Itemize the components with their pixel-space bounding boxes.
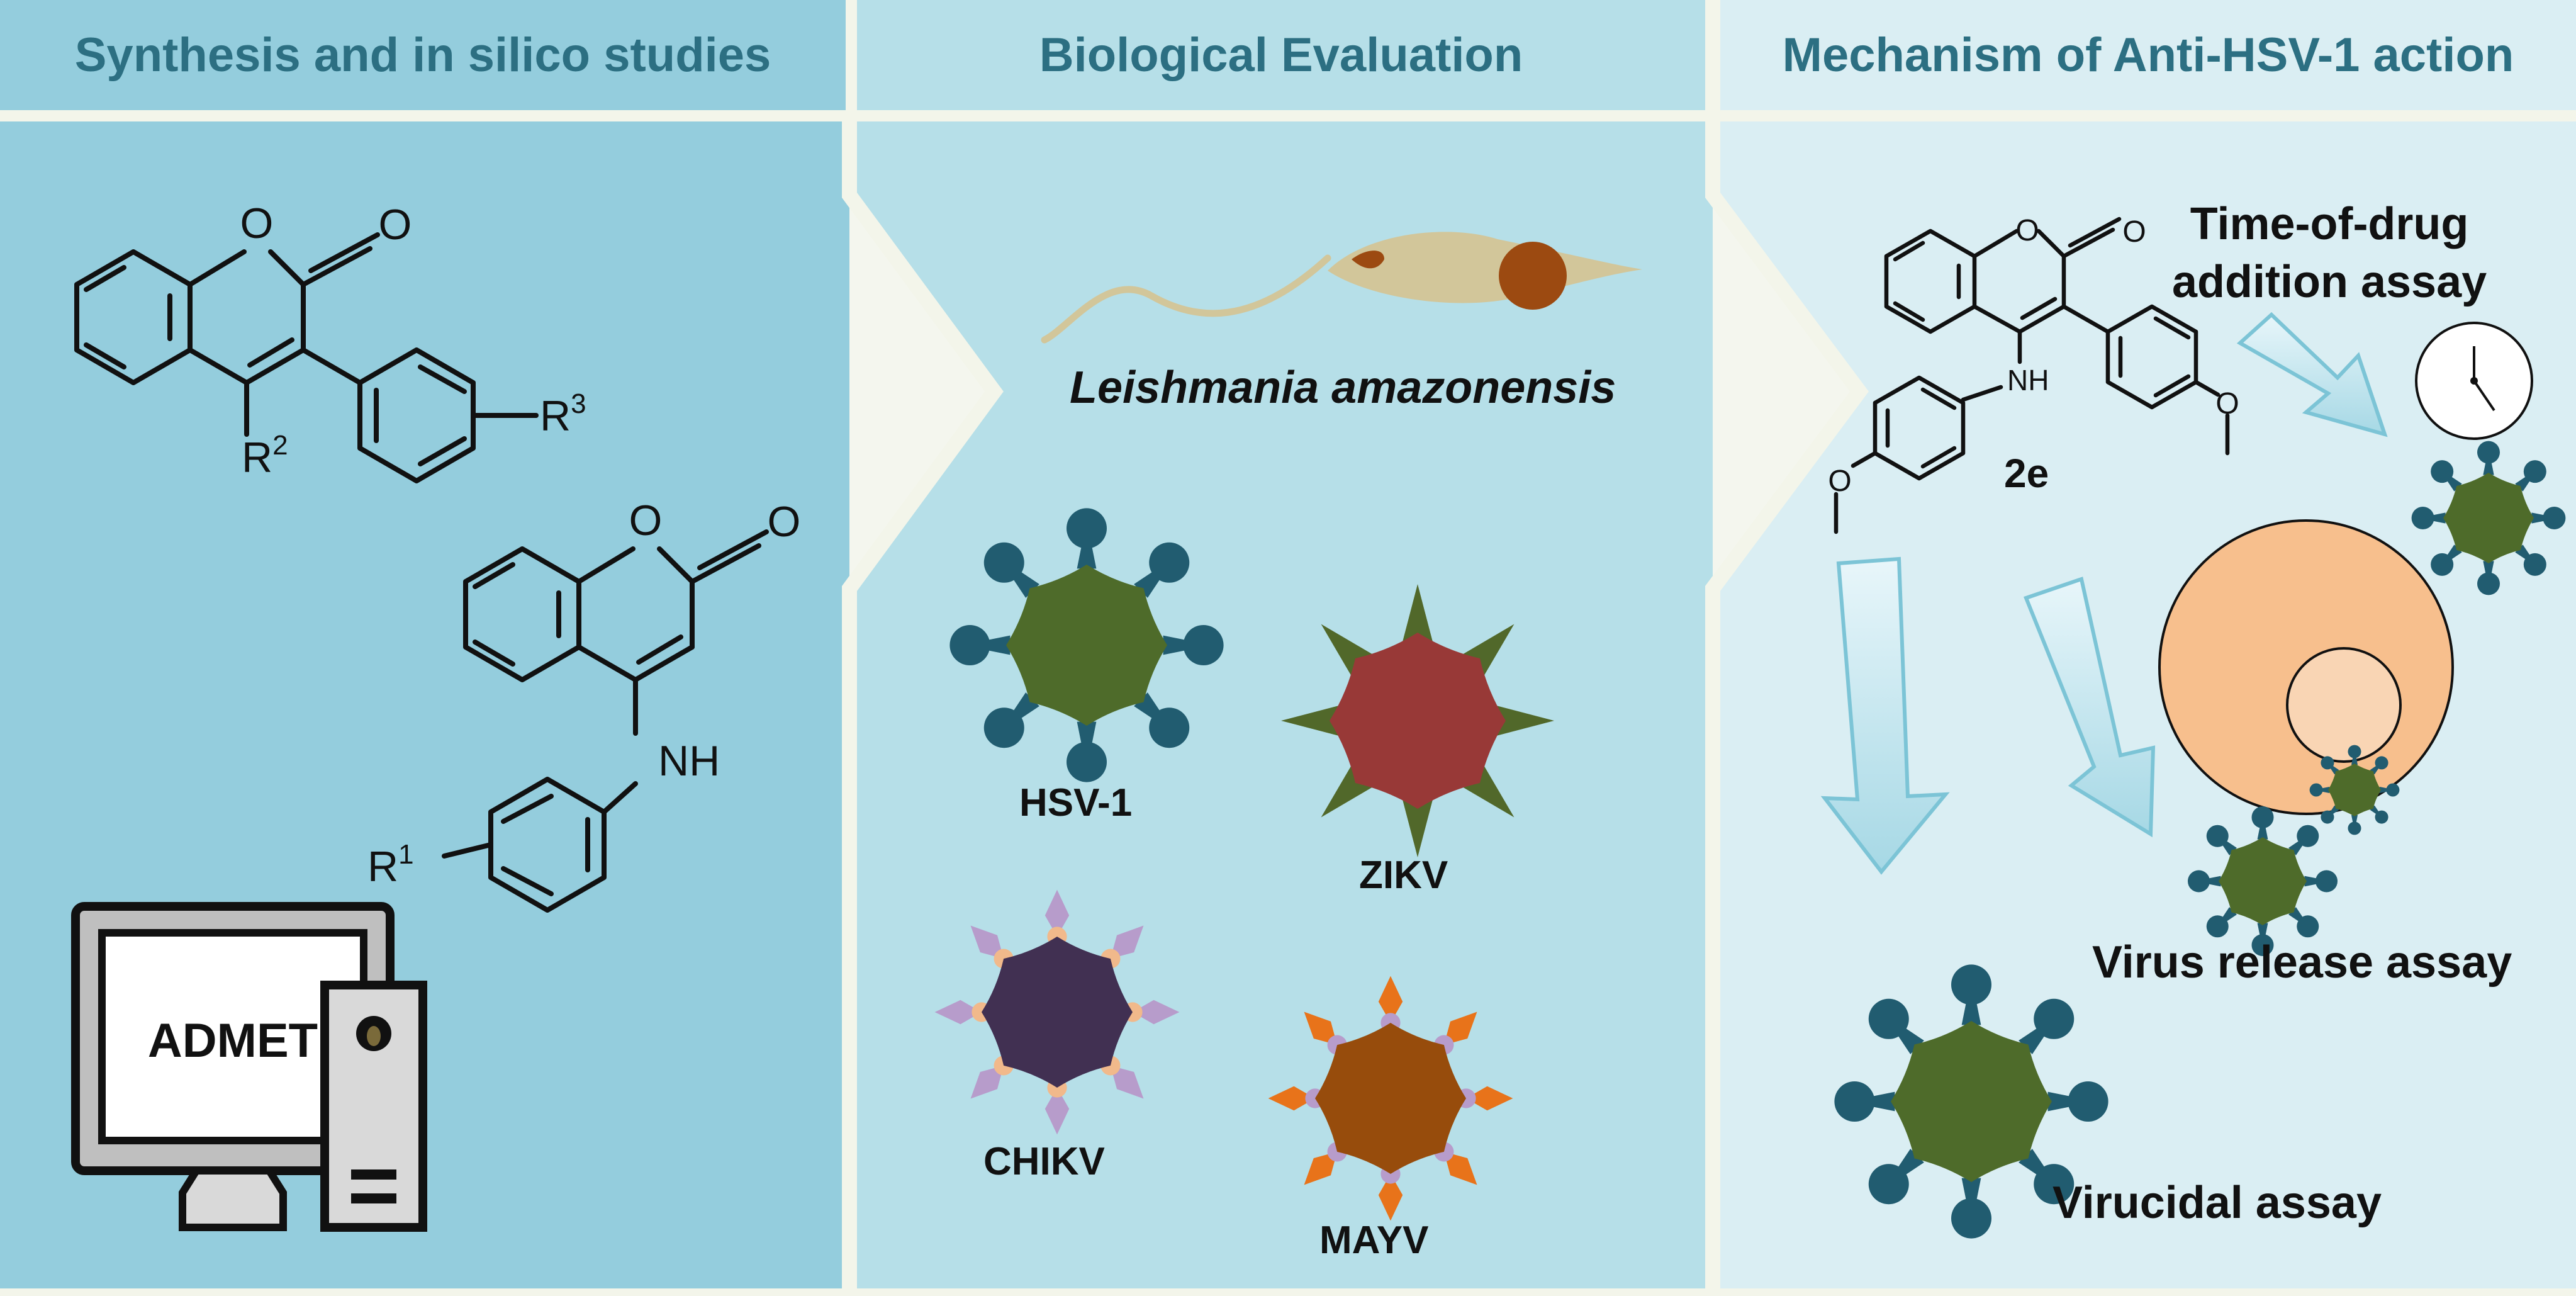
compound-2e-methoxy-1-oxygen: O xyxy=(2215,387,2239,420)
virus-mayv-icon xyxy=(1268,976,1513,1221)
virus-hsv1-icon xyxy=(949,508,1224,782)
scaffold-2-structure xyxy=(442,529,769,913)
leishmania-parasite-icon xyxy=(1041,232,1642,344)
assay-label-time-line2: addition assay xyxy=(2172,257,2487,307)
leishmania-label: Leishmania amazonensis xyxy=(1070,363,1616,413)
monitor-screen xyxy=(98,929,367,1144)
scaffold-1-structure xyxy=(74,232,539,483)
middle-chevron-divider xyxy=(1705,0,1869,1296)
computer-icon xyxy=(71,902,427,1232)
assay-label-virucidal: Virucidal assay xyxy=(2052,1178,2382,1228)
virucidal-arrow xyxy=(1820,556,1950,875)
monitor-stand xyxy=(179,1167,287,1231)
scaffold-2-ring-oxygen: O xyxy=(629,497,663,544)
virus-released-icon xyxy=(2188,806,2338,956)
virus-near-clock-icon xyxy=(2411,441,2566,595)
virus-label-hsv1: HSV-1 xyxy=(1019,781,1133,825)
virus-label-zikv: ZIKV xyxy=(1359,854,1448,897)
bottom-border xyxy=(0,1288,2576,1296)
left-chevron-divider xyxy=(842,0,1004,1296)
scaffold-1-ring-oxygen: O xyxy=(240,200,274,247)
time-of-addition-arrow xyxy=(2236,312,2388,437)
virus-budding-icon xyxy=(2309,745,2400,835)
assay-label-virus-release: Virus release assay xyxy=(2092,937,2512,988)
virus-label-chikv: CHIKV xyxy=(983,1140,1105,1183)
scaffold-1-r2-label: R2 xyxy=(242,430,288,482)
compound-2e-label: 2e xyxy=(2004,451,2049,496)
header-divider xyxy=(0,110,2576,121)
virus-chikv-icon xyxy=(934,889,1180,1135)
compound-2e-methoxy-2-oxygen: O xyxy=(1828,465,1851,498)
virus-label-mayv: MAYV xyxy=(1319,1219,1429,1262)
scaffold-2-carbonyl-oxygen: O xyxy=(768,498,801,546)
middle-header-band xyxy=(857,0,1705,110)
virus-release-arrow xyxy=(2024,577,2156,838)
header-biological-evaluation: Biological Evaluation xyxy=(1039,28,1523,82)
right-header-band xyxy=(1720,0,2576,110)
admet-label: ADMET xyxy=(147,1014,318,1068)
virus-virucidal-icon xyxy=(1834,964,2108,1239)
compound-2e-carbonyl-oxygen: O xyxy=(2122,215,2146,249)
scaffold-2-r1-label: R1 xyxy=(367,839,414,891)
host-cell-icon xyxy=(2158,519,2454,815)
header-mechanism: Mechanism of Anti-HSV-1 action xyxy=(1782,28,2514,82)
header-synthesis: Synthesis and in silico studies xyxy=(74,28,771,82)
assay-label-time-line1: Time-of-drug xyxy=(2190,199,2469,249)
virus-zikv-icon xyxy=(1281,584,1554,857)
assay-label-time-of-addition: Time-of-drug addition assay xyxy=(2172,195,2487,311)
clock-icon xyxy=(2415,322,2533,440)
scaffold-1-r3-label: R3 xyxy=(540,388,586,440)
scaffold-1-carbonyl-oxygen: O xyxy=(379,201,412,249)
compound-2e-nh-label: NH xyxy=(2007,364,2049,397)
scaffold-2-nh-label: NH xyxy=(658,737,720,785)
compound-2e-structure xyxy=(1834,217,2230,534)
left-header-band xyxy=(0,0,846,110)
right-panel-background xyxy=(1713,0,2576,1296)
compound-2e-ring-oxygen: O xyxy=(2015,214,2039,247)
